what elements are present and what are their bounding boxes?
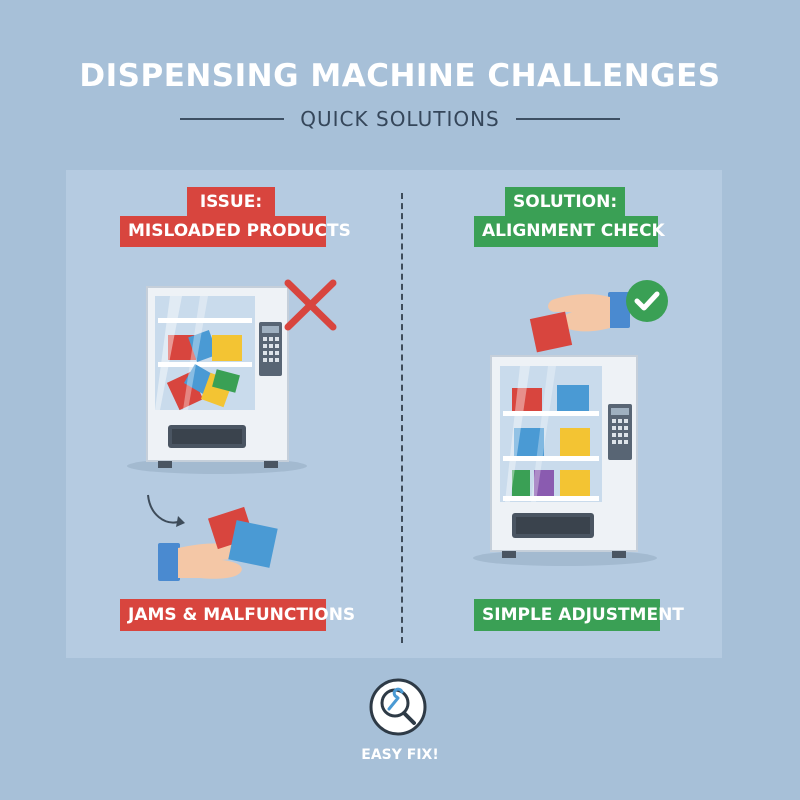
solution-label: ALIGNMENT CHECK	[474, 216, 665, 247]
issue-label: MISLOADED PRODUCTS	[120, 216, 351, 247]
footer-label: EASY FIX!	[361, 747, 439, 763]
x-mark-icon	[284, 279, 337, 331]
solution-tag: SOLUTION:	[505, 187, 625, 218]
page-title: DISPENSING MACHINE CHALLENGES	[79, 58, 721, 94]
panel-divider	[401, 193, 403, 643]
subtitle-rule-left	[180, 118, 285, 120]
aligned-vending-machine	[473, 355, 657, 566]
check-circle-icon	[626, 280, 668, 322]
subtitle-row: QUICK SOLUTIONS	[180, 104, 621, 134]
issue-bottom-label: JAMS & MALFUNCTIONS	[120, 599, 355, 631]
subtitle: QUICK SOLUTIONS	[300, 107, 500, 131]
hand-placing-product	[529, 292, 630, 353]
curved-arrow-icon	[147, 494, 185, 527]
solution-bottom-label: SIMPLE ADJUSTMENT	[474, 599, 684, 631]
misloaded-vending-machine	[127, 286, 307, 474]
issue-tag: ISSUE:	[187, 187, 275, 218]
wrench-magnifier-icon	[369, 678, 427, 736]
subtitle-rule-right	[515, 118, 621, 120]
hand-with-products	[158, 506, 278, 581]
